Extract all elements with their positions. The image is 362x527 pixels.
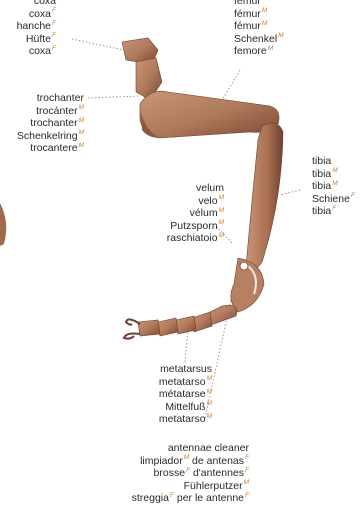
claw-lower: [124, 334, 140, 339]
label-trochanter-it: trocantereM: [17, 142, 84, 155]
label-coxa-it: coxaF: [17, 45, 56, 58]
leader-metatarsus: [185, 330, 188, 362]
label-velum-fr: vélumM: [167, 207, 224, 220]
label-tibia-es: tibiaM: [312, 168, 355, 181]
label-group-trochanter: trochanter trocánterM trochanterM Schenk…: [17, 92, 84, 155]
label-group-femur: femur fémurM fémurM SchenkelM femoreM: [234, 0, 284, 58]
tibia-segment: [246, 123, 283, 269]
label-trochanter-de: SchenkelringM: [17, 130, 84, 143]
label-velum-de: PutzspornM: [167, 220, 224, 233]
tarsus-segment-3: [176, 316, 196, 334]
label-coxa-es: coxaF: [17, 8, 56, 21]
label-antennae-cleaner-de: FühlerputzerM: [132, 480, 249, 493]
label-trochanter-en: trochanter: [17, 92, 84, 105]
label-antennae-cleaner-en: antennae cleaner: [132, 442, 249, 455]
label-group-coxa: coxa coxaF hancheF HüfteF coxaF: [17, 0, 56, 58]
label-coxa-fr: hancheF: [17, 20, 56, 33]
label-coxa-de: HüfteF: [17, 33, 56, 46]
label-femur-es: fémurM: [234, 8, 284, 21]
label-femur-en: femur: [234, 0, 284, 8]
label-femur-it: femoreM: [234, 45, 284, 58]
tarsus-segment-4: [158, 318, 178, 336]
tarsus-segments: [138, 305, 237, 336]
label-femur-fr: fémurM: [234, 20, 284, 33]
label-femur-de: SchenkelM: [234, 33, 284, 46]
label-group-velum: velum veloM vélumM PutzspornM raschiatoi…: [167, 182, 224, 245]
label-group-tibia: tibia tibiaM tibiaM SchieneF tibiaF: [312, 155, 355, 218]
label-trochanter-es: trocánterM: [17, 105, 84, 118]
femur-segment: [140, 91, 279, 138]
label-metatarsus-fr: métatarseM: [159, 388, 212, 401]
label-coxa-en: coxa: [17, 0, 56, 8]
label-trochanter-fr: trochanterM: [17, 117, 84, 130]
claw-upper: [126, 319, 140, 324]
label-group-antennae-cleaner: antennae cleaner limpiadorM de antenasF …: [132, 442, 249, 505]
label-group-metatarsus: metatarsus metatarsoM métatarseM Mittelf…: [159, 363, 212, 426]
label-antennae-cleaner-fr: brosseF d'antennesF: [132, 467, 249, 480]
label-tibia-de: SchieneF: [312, 193, 355, 206]
leader-coxa: [72, 39, 124, 50]
label-metatarsus-it: metatarsoM: [159, 413, 212, 426]
label-tibia-fr: tibiaM: [312, 180, 355, 193]
label-metatarsus-de: MittelfußM: [159, 401, 212, 414]
label-velum-en: velum: [167, 182, 224, 195]
antennae-cleaner-notch: [240, 262, 248, 270]
label-velum-es: veloM: [167, 195, 224, 208]
tarsus-segment-5: [138, 320, 160, 336]
adjacent-leg-fragment: [0, 203, 6, 246]
label-velum-it: raschiatoioM: [167, 232, 224, 245]
leader-trochanter: [88, 96, 140, 98]
leader-tibia: [280, 190, 300, 195]
label-antennae-cleaner-es: limpiadorM de antenasF: [132, 455, 249, 468]
label-antennae-cleaner-it: streggiaF per le antenneF: [132, 492, 249, 505]
label-metatarsus-es: metatarsoM: [159, 376, 212, 389]
label-metatarsus-en: metatarsus: [159, 363, 212, 376]
label-tibia-en: tibia: [312, 155, 355, 168]
label-tibia-it: tibiaF: [312, 205, 355, 218]
